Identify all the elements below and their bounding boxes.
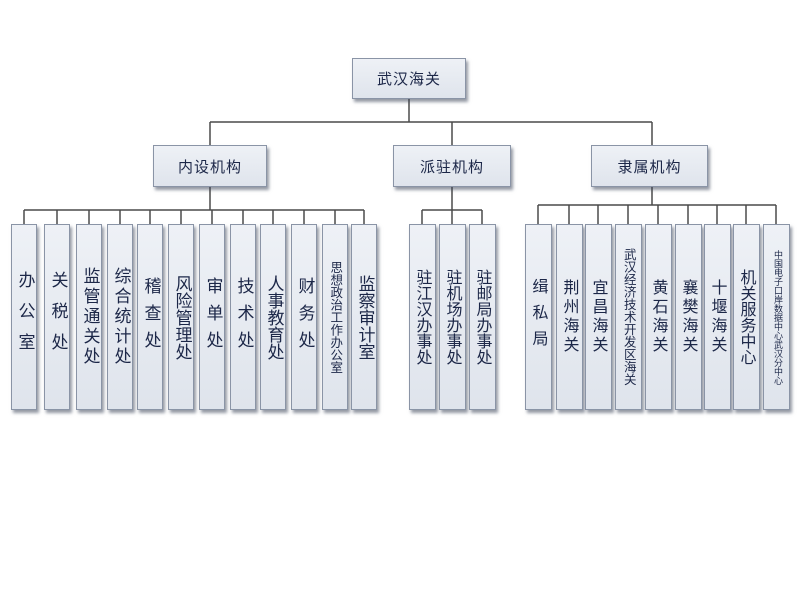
unit-label: 驻机场办事处 <box>443 269 463 365</box>
unit-label: 荆州海关 <box>560 279 580 355</box>
unit-label: 中国电子口岸数据中心武汉分中心 <box>772 249 782 385</box>
unit-box: 办公室 <box>11 224 37 410</box>
unit-box: 监管通关处 <box>76 224 102 410</box>
unit-box: 黄石海关 <box>645 224 672 410</box>
unit-label: 关税处 <box>47 270 68 364</box>
unit-box: 监察审计室 <box>351 224 377 410</box>
unit-label: 技术处 <box>233 276 254 358</box>
unit-box: 机关服务中心 <box>733 224 760 410</box>
root-label: 武汉海关 <box>376 70 441 88</box>
unit-box: 中国电子口岸数据中心武汉分中心 <box>763 224 790 410</box>
unit-box: 稽查处 <box>137 224 163 410</box>
unit-box: 十堰海关 <box>704 224 731 410</box>
unit-label: 十堰海关 <box>708 279 728 355</box>
unit-label: 缉私局 <box>529 278 549 356</box>
unit-box: 综合统计处 <box>107 224 133 410</box>
unit-label: 机关服务中心 <box>737 269 757 365</box>
unit-label: 审单处 <box>202 276 223 358</box>
unit-label: 财务处 <box>294 276 315 358</box>
unit-label: 风险管理处 <box>171 274 192 360</box>
unit-label: 监察审计室 <box>354 274 375 360</box>
unit-box: 风险管理处 <box>168 224 194 410</box>
unit-box: 思想政治工作办公室 <box>322 224 348 410</box>
category-label: 内设机构 <box>177 157 242 176</box>
unit-label: 黄石海关 <box>649 279 669 355</box>
unit-label: 办公室 <box>14 270 35 364</box>
unit-box: 人事教育处 <box>260 224 286 410</box>
unit-label: 稽查处 <box>140 276 161 358</box>
unit-box: 驻邮局办事处 <box>469 224 496 410</box>
unit-box: 审单处 <box>199 224 225 410</box>
unit-label: 襄樊海关 <box>679 279 699 355</box>
root-node: 武汉海关 <box>352 58 466 99</box>
category-internal: 内设机构 <box>153 145 267 187</box>
unit-box: 关税处 <box>44 224 70 410</box>
category-label: 派驻机构 <box>419 157 484 176</box>
unit-box: 襄樊海关 <box>675 224 702 410</box>
unit-box: 荆州海关 <box>556 224 583 410</box>
unit-box: 财务处 <box>291 224 317 410</box>
unit-label: 驻江汉办事处 <box>413 269 433 365</box>
category-affiliated: 隶属机构 <box>591 145 708 187</box>
category-stationed: 派驻机构 <box>393 145 511 187</box>
unit-label: 驻邮局办事处 <box>473 269 493 365</box>
unit-box: 武汉经济技术开发区海关 <box>615 224 642 410</box>
unit-label: 人事教育处 <box>263 274 284 360</box>
unit-label: 思想政治工作办公室 <box>328 260 344 374</box>
unit-label: 监管通关处 <box>79 267 100 367</box>
unit-box: 宜昌海关 <box>585 224 612 410</box>
unit-label: 综合统计处 <box>110 267 131 367</box>
unit-label: 武汉经济技术开发区海关 <box>621 248 637 386</box>
unit-box: 技术处 <box>230 224 256 410</box>
unit-label: 宜昌海关 <box>589 279 609 355</box>
unit-box: 缉私局 <box>525 224 552 410</box>
unit-box: 驻机场办事处 <box>439 224 466 410</box>
unit-box: 驻江汉办事处 <box>409 224 436 410</box>
category-label: 隶属机构 <box>617 157 682 176</box>
